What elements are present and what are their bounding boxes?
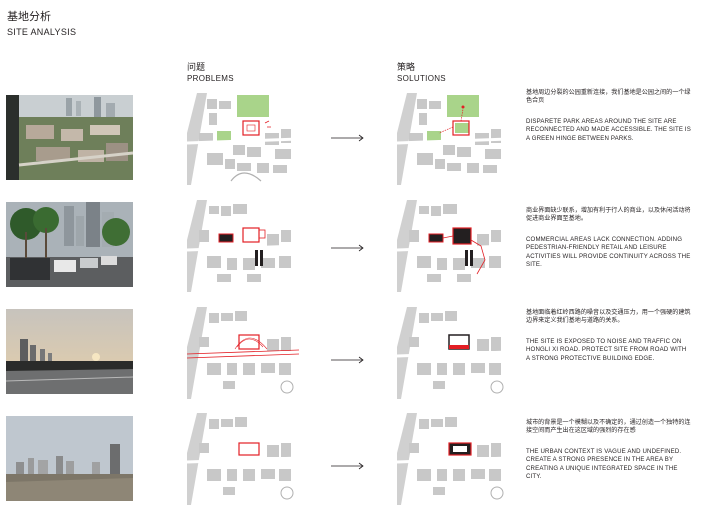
- solution-plan-4: [397, 413, 509, 505]
- solution-text-cn: 基地周边分裂的公园重新连接，我们基地是公园之间的一个绿色合页: [526, 89, 691, 105]
- solution-text-3: 基地面临着红岭西路的噪音以及交通压力，用一个强硬的建筑边界来定义我们基地与道路的…: [526, 309, 691, 363]
- page-title-en: SITE ANALYSIS: [7, 27, 77, 37]
- solution-text-en: THE URBAN CONTEXT IS VAGUE AND UNDEFINED…: [526, 447, 682, 481]
- problem-plan-4: [187, 413, 299, 505]
- problems-heading-en: PROBLEMS: [187, 74, 234, 83]
- solution-plan-2: [397, 200, 509, 292]
- solution-plan-3: [397, 307, 509, 399]
- solution-text-en: COMMERCIAL AREAS LACK CONNECTION. ADDING…: [526, 235, 691, 269]
- problem-plan-3: [187, 307, 299, 399]
- page-title-cn: 基地分析: [7, 11, 51, 23]
- solution-text-en: THE SITE IS EXPOSED TO NOISE AND TRAFFIC…: [526, 337, 687, 362]
- solution-text-cn: 基地面临着红岭西路的噪音以及交通压力，用一个强硬的建筑边界来定义我们基地与道路的…: [526, 309, 691, 325]
- problem-plan-2: [187, 200, 299, 292]
- photo-city-skyline: [6, 416, 133, 501]
- problems-heading-cn: 问题: [187, 62, 206, 72]
- solution-text-4: 城市的背景是一个模糊以及不确定的，通过创造一个独特的连接空间而产生出在这区域的强…: [526, 419, 691, 481]
- solution-plan-1: [397, 93, 509, 185]
- solution-text-2: 商业界面缺少联系，增加有利于行人的商业，以及休闲活动将促进商业界面至基地。 CO…: [526, 207, 691, 269]
- photo-aerial-city-view: [6, 95, 133, 180]
- solution-text-cn: 商业界面缺少联系，增加有利于行人的商业，以及休闲活动将促进商业界面至基地。: [526, 207, 691, 223]
- photo-road-at-dusk: [6, 309, 133, 394]
- solution-text-en: DISPARETE PARK AREAS AROUND THE SITE ARE…: [526, 117, 691, 142]
- arrow-right-icon: [331, 239, 365, 252]
- solutions-heading-cn: 策略: [397, 62, 416, 72]
- solution-text-1: 基地周边分裂的公园重新连接，我们基地是公园之间的一个绿色合页 DISPARETE…: [526, 89, 691, 143]
- problem-plan-1: [187, 93, 299, 185]
- arrow-right-icon: [331, 457, 365, 470]
- arrow-right-icon: [331, 351, 365, 364]
- arrow-right-icon: [331, 129, 365, 142]
- solution-text-cn: 城市的背景是一个模糊以及不确定的，通过创造一个独特的连接空间而产生出在这区域的强…: [526, 419, 691, 435]
- photo-street-with-palms: [6, 202, 133, 287]
- solutions-heading-en: SOLUTIONS: [397, 74, 446, 83]
